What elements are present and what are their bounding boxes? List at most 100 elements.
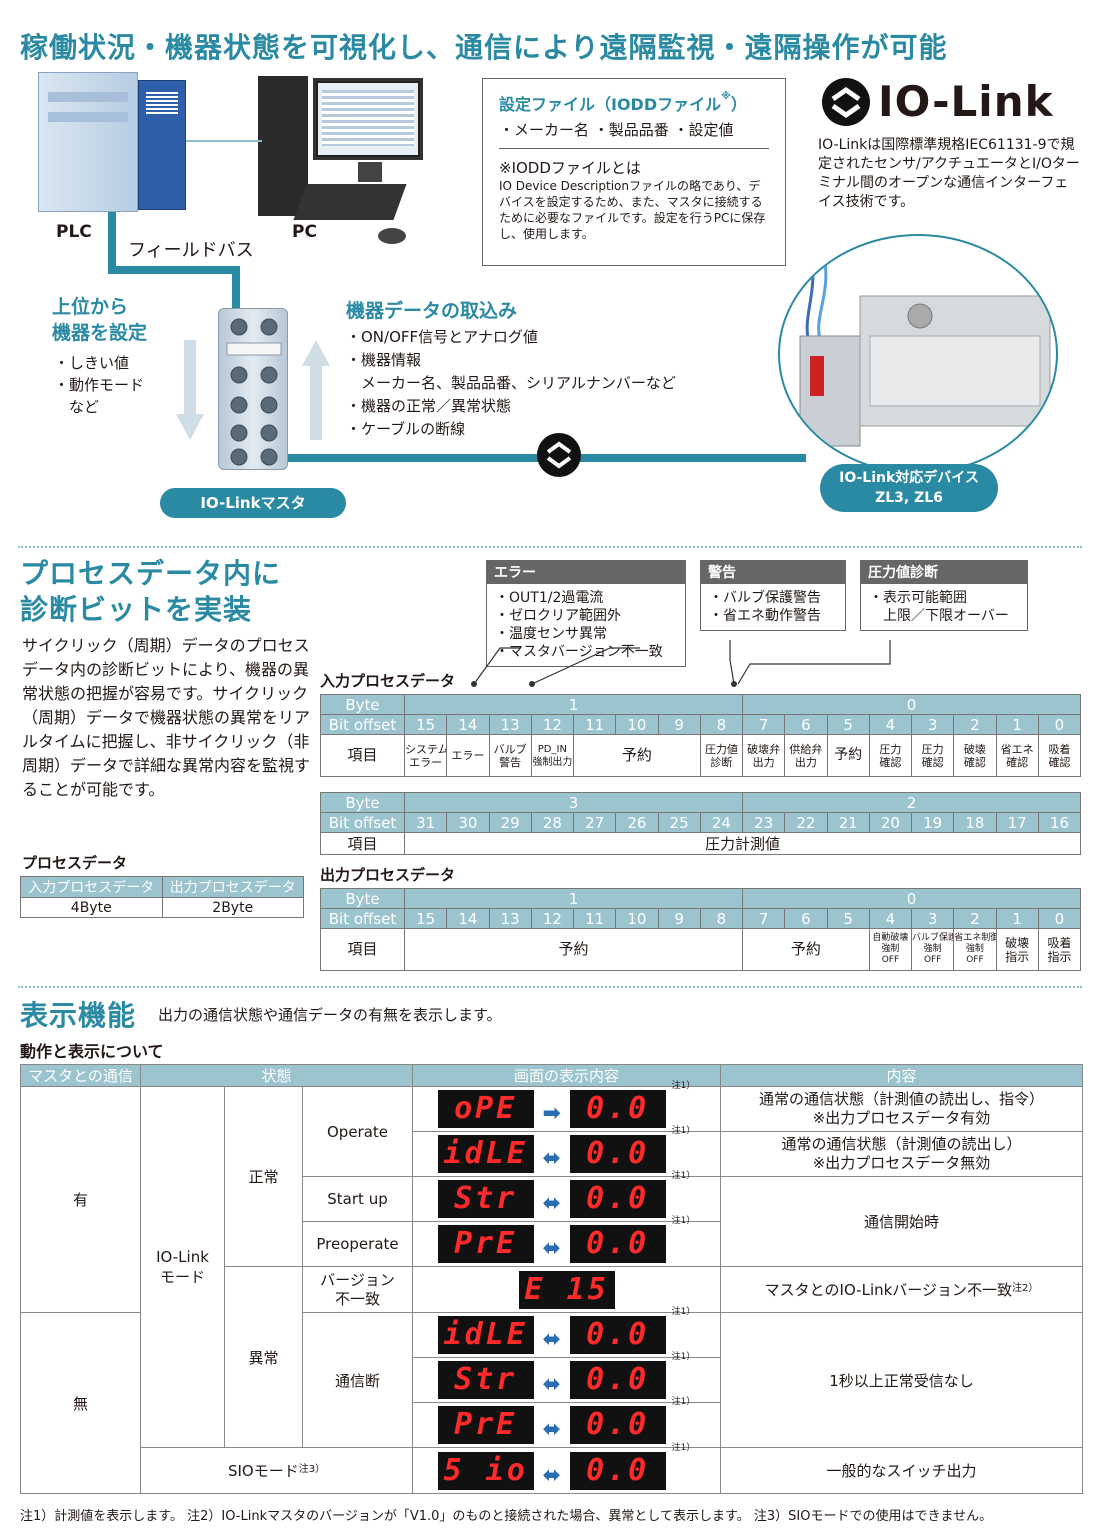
bit-offset-cell: 5 [826,714,870,735]
setting-list: ・しきい値 ・動作モード など [54,352,144,418]
fieldbus-line-h [108,266,240,274]
warning-item: ・バルブ保護警告 [709,590,821,606]
item-cell: 破壊弁 出力 [742,734,786,777]
byte-cell: 2 [742,792,1082,813]
pressure-diag-box-body: ・表示可能範囲 上限／下限オーバー [860,584,1028,631]
bit-offset-cell: 14 [446,714,490,735]
display-title: 表示機能 [20,999,137,1032]
bit-offset-cell: 28 [530,812,575,833]
setting-title: 上位から 機器を設定 [52,296,148,344]
byte-cell: 3 [403,792,744,813]
segment-display: 0.0 [569,1135,666,1173]
item-header: 項目 [320,928,405,971]
item-cell: 予約 [826,734,870,777]
display-subtitle: 出力の通信状態や通信データの有無を表示します。 [158,1006,502,1024]
bit-offset-cell: 15 [403,714,448,735]
plc-image [38,72,186,212]
bit-offset-header: Bit offset [320,812,405,833]
pd-head-input: 入力プロセスデータ [20,876,163,898]
capture-list: ・ON/OFF信号とアナログ値 ・機器情報 メーカー名、製品品番、シリアルナンバ… [346,326,676,441]
io-link-logo: IO-Link [820,78,1082,126]
bit-offset-cell: 20 [868,812,913,833]
content-version-text: マスタとのIO-Linkバージョン不一致 [764,1281,1013,1299]
bit-offset-cell: 12 [530,714,575,735]
bit-offset-cell: 21 [826,812,870,833]
segment-display: 0.0 [569,1406,666,1444]
arrow-both-icon: ⬌ [542,1372,561,1397]
capture-item: ・機器の正常／異常状態 [346,397,512,415]
item-cell: システム エラー [403,734,448,777]
error-box-title: エラー [486,560,686,584]
bit-offset-cell: 18 [953,812,997,833]
bit-offset-cell: 17 [995,812,1039,833]
io-link-logo-text: IO-Link [878,77,1054,126]
content-sio: 一般的なスイッチ出力 [720,1447,1084,1494]
fieldbus-line-v2 [232,266,240,312]
pc-image [258,76,428,246]
arrow-both-icon: ⬌ [542,1146,561,1171]
note-mark: 注1） [671,1397,696,1407]
item-cell: 圧力値 診断 [699,734,744,777]
iodd-items: ・メーカー名 ・製品品番 ・設定値 [499,119,769,149]
item-cell: 圧力 確認 [868,734,913,777]
sio-mode-text: SIOモード [227,1462,299,1480]
bit-offset-cell: 29 [488,812,532,833]
arrow-both-icon: ⬌ [542,1191,561,1216]
display-cell: PrE⬌0.0注1） [412,1397,722,1448]
byte-cell: 0 [742,694,1082,715]
sio-mode: SIOモード注3） [139,1447,414,1494]
item-cell: 省エネ制御 強制 OFF [953,928,997,971]
error-item: ・ゼロクリア範囲外 [495,608,621,624]
display-cell: idLE⬌0.0注1） [412,1307,722,1358]
pressure-diag-box-title: 圧力値診断 [860,560,1028,584]
state-abnormal: 異常 [224,1266,303,1448]
col-head: 状態 [139,1064,414,1087]
item-header: 項目 [320,832,405,855]
item-cell: 吸着 指示 [1037,928,1082,971]
note-mark: 注1） [671,1216,696,1226]
pressure-diag-item: ・表示可能範囲 [869,590,967,606]
segment-display: 0.0 [569,1361,666,1399]
warning-box: 警告 ・バルブ保護警告 ・省エネ動作警告 [700,560,846,631]
segment-display: 0.0 [569,1180,666,1218]
state-comm-break: 通信断 [301,1312,414,1448]
note-mark: 注1） [671,1126,696,1136]
setting-item: ・しきい値 [54,354,130,372]
segment-display: PrE [437,1406,534,1444]
item-cell: 吸着 確認 [1037,734,1082,777]
item-cell: バルブ 警告 [488,734,532,777]
process-description: サイクリック（周期）データのプロセスデータ内の診断ビットにより、機器の異常状態の… [22,636,311,799]
iodd-note: IO Device Descriptionファイルの略であり、デバイスを設定する… [499,179,766,241]
note-mark: 注1） [671,1442,696,1453]
process-data-label: プロセスデータ [22,854,128,872]
bit-offset-cell: 8 [699,714,744,735]
bit-offset-cell: 11 [572,714,617,735]
content-idle: 通常の通信状態（計測値の読出し） ※出力プロセスデータ無効 [720,1131,1084,1177]
item-cell: 省エネ 確認 [995,734,1039,777]
bit-offset-cell: 1 [995,714,1039,735]
warning-box-body: ・バルブ保護警告 ・省エネ動作警告 [700,584,846,631]
byte-cell: 1 [403,888,744,909]
display-cell: oPE➡0.0注1） [412,1081,722,1132]
segment-display: 0.0 [569,1090,666,1128]
pd-head-output: 出力プロセスデータ [161,876,304,898]
col-head: マスタとの通信 [20,1064,141,1087]
item-cell: 圧力計測値 [403,832,1082,855]
item-cell: 予約 [403,928,744,971]
bit-offset-cell: 4 [868,908,913,929]
bit-offset-cell: 24 [699,812,744,833]
bit-offset-cell: 19 [911,812,955,833]
bit-offset-cell: 16 [1037,812,1082,833]
segment-display: E 15 [518,1270,615,1309]
process-title-line2: 診断ビットを実装 [20,593,253,626]
segment-display: idLE [437,1316,534,1354]
note-mark: 注3） [298,1464,326,1475]
bit-offset-cell: 6 [784,908,828,929]
col-head: 内容 [720,1064,1084,1087]
bit-offset-cell: 9 [657,908,701,929]
error-item: ・OUT1/2過電流 [495,590,604,606]
bit-offset-cell: 9 [657,714,701,735]
pd-val-input: 4Byte [20,897,163,918]
